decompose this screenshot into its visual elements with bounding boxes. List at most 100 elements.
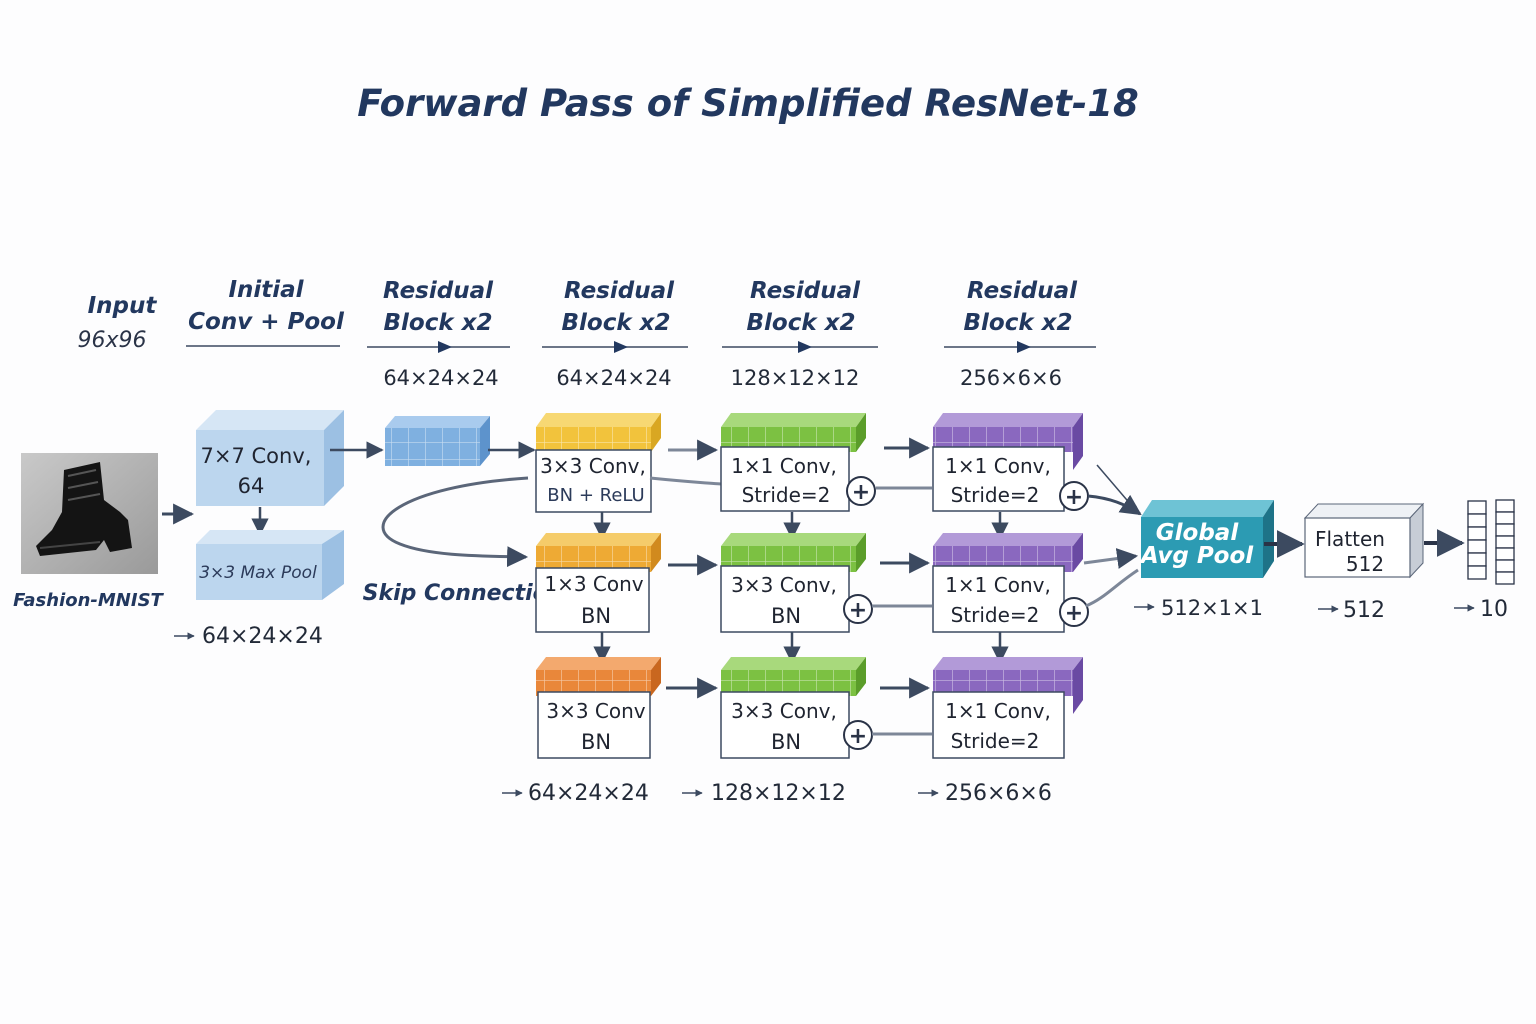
stage-header-initial-line2: Conv + Pool [188, 309, 345, 335]
output-vector-cell [1467, 539, 1487, 554]
res4-top-label-1: 1×1 Conv, [945, 454, 1051, 478]
res2-to-res3-link [649, 476, 723, 486]
stage-header-initial-line1: Initial [228, 277, 304, 303]
flatten-label-2: 512 [1346, 552, 1384, 576]
res3-block-top: 1×1 Conv, Stride=2 [720, 413, 866, 512]
res2-block-bot: 3×3 Conv BN [536, 657, 661, 759]
res3-mid-label-1: 3×3 Conv, [731, 573, 837, 597]
res3-top-label-2: Stride=2 [742, 483, 831, 507]
res2-top-label-1: 3×3 Conv, [540, 454, 646, 478]
initial-conv-block: 7×7 Conv, 64 [196, 410, 344, 506]
output-vector-cell [1495, 523, 1515, 537]
add-symbol: + [849, 724, 867, 749]
max-pool-label: 3×3 Max Pool [199, 563, 317, 583]
res3-mid-label-2: BN [771, 604, 801, 628]
stage-header-res3: Residual Block x2 128×12×12 [722, 278, 878, 390]
res2-block-top: 3×3 Conv, BN + ReLU [535, 413, 661, 513]
output-vector-cell [1495, 547, 1515, 561]
gap-out-dims-text: 512×1×1 [1161, 596, 1263, 620]
res2-mid-label-1: 1×3 Conv [544, 572, 643, 596]
initial-out-dims-text: 64×24×24 [202, 624, 323, 649]
stage-dims-res2: 64×24×24 [556, 366, 671, 390]
gap-out-dims: 512×1×1 [1134, 596, 1263, 620]
add-symbol: + [1065, 485, 1083, 510]
global-avg-pool-block: Global Avg Pool [1139, 500, 1274, 578]
stage-dims-res4: 256×6×6 [960, 366, 1062, 390]
res4-top-to-gap-arrow [1087, 494, 1142, 516]
res3-bot-label-2: BN [771, 730, 801, 754]
max-pool-block: 3×3 Max Pool [196, 530, 344, 600]
boot-icon [36, 462, 132, 556]
skip-connection-arrow [381, 476, 529, 568]
res4-to-gap-thin-arrow [1096, 464, 1139, 514]
add-node-res4-top: + [1059, 481, 1089, 511]
flatten-out-dims: 512 [1318, 598, 1385, 623]
output-vector-cell [1495, 559, 1515, 573]
dataset-caption: Fashion-MNIST [13, 590, 164, 611]
output-vector-cell [1495, 499, 1515, 513]
page-title: Forward Pass of Simplified ResNet-18 [357, 82, 1139, 125]
res2-top-label-2: BN + ReLU [547, 485, 644, 506]
res3-out-dims-text: 128×12×12 [711, 781, 846, 806]
input-image [21, 453, 158, 574]
add-node-res3-bot: + [843, 720, 873, 750]
res2-bot-label-1: 3×3 Conv [546, 699, 645, 723]
output-vector-cell [1467, 513, 1487, 528]
res2-out-dims: 64×24×24 [502, 781, 649, 806]
initial-conv-label-2: 64 [238, 474, 265, 498]
stage-header-res1-line1: Residual [383, 278, 494, 304]
res3-top-label-1: 1×1 Conv, [731, 454, 837, 478]
output-vector-cell [1467, 500, 1487, 515]
stage-header-initial: Initial Conv + Pool [186, 277, 345, 347]
stage-header-res1: Residual Block x2 64×24×24 [367, 278, 510, 390]
feature-map-tensor-blue [385, 416, 490, 466]
stage-dims-res1: 64×24×24 [383, 366, 498, 390]
stage-header-res3-line2: Block x2 [747, 310, 856, 336]
output-vector-cell [1495, 571, 1515, 585]
add-symbol: + [1065, 601, 1083, 626]
stage-header-res1-line2: Block x2 [384, 310, 493, 336]
res4-mid-label-2: Stride=2 [951, 603, 1040, 627]
stage-dims-res3: 128×12×12 [731, 366, 860, 390]
add-node-res3-mid: + [843, 594, 873, 624]
stage-header-res4-line2: Block x2 [964, 310, 1073, 336]
output-vector-cell [1467, 552, 1487, 567]
output-vector [1467, 499, 1515, 585]
stage-header-res3-line1: Residual [750, 278, 861, 304]
res4-bot-label-1: 1×1 Conv, [945, 699, 1051, 723]
output-vector-cell [1495, 511, 1515, 525]
flatten-out-dims-text: 512 [1343, 598, 1385, 623]
res4-block-bot: 1×1 Conv, Stride=2 [932, 657, 1083, 759]
add-symbol: + [852, 480, 870, 505]
initial-out-dims: 64×24×24 [174, 624, 323, 649]
output-vector-cell [1467, 565, 1487, 580]
res4-block-top: 1×1 Conv, Stride=2 [932, 413, 1083, 512]
res2-mid-label-2: BN [581, 604, 611, 628]
res3-bot-label-1: 3×3 Conv, [731, 699, 837, 723]
output-vector-cell [1495, 535, 1515, 549]
initial-conv-label-1: 7×7 Conv, [201, 444, 312, 468]
output-dims-text: 10 [1480, 597, 1508, 622]
stage-header-res2: Residual Block x2 64×24×24 [542, 278, 688, 390]
stage-header-res4: Residual Block x2 256×6×6 [944, 278, 1096, 390]
res4-bot-label-2: Stride=2 [951, 729, 1040, 753]
res4-block-mid: 1×1 Conv, Stride=2 [932, 533, 1083, 633]
res2-bot-label-2: BN [581, 730, 611, 754]
res4-out-dims-text: 256×6×6 [945, 781, 1052, 806]
res4-mid-label-1: 1×1 Conv, [945, 573, 1051, 597]
input-size: 96x96 [77, 328, 146, 353]
output-vector-cell [1467, 526, 1487, 541]
res4-top-label-2: Stride=2 [951, 483, 1040, 507]
skip-connection-label: Skip Connection [363, 581, 564, 606]
res2-out-dims-text: 64×24×24 [528, 781, 649, 806]
res3-out-dims: 128×12×12 [682, 781, 846, 806]
res3-block-mid: 3×3 Conv, BN [720, 533, 866, 633]
add-symbol: + [849, 598, 867, 623]
res3-block-bot: 3×3 Conv, BN [720, 657, 866, 759]
stage-header-res4-line1: Residual [967, 278, 1078, 304]
flatten-label-1: Flatten [1315, 527, 1385, 551]
res4-to-gap-link [1085, 568, 1139, 608]
input-header: Input [88, 293, 158, 319]
gap-label-2: Avg Pool [1139, 543, 1254, 569]
